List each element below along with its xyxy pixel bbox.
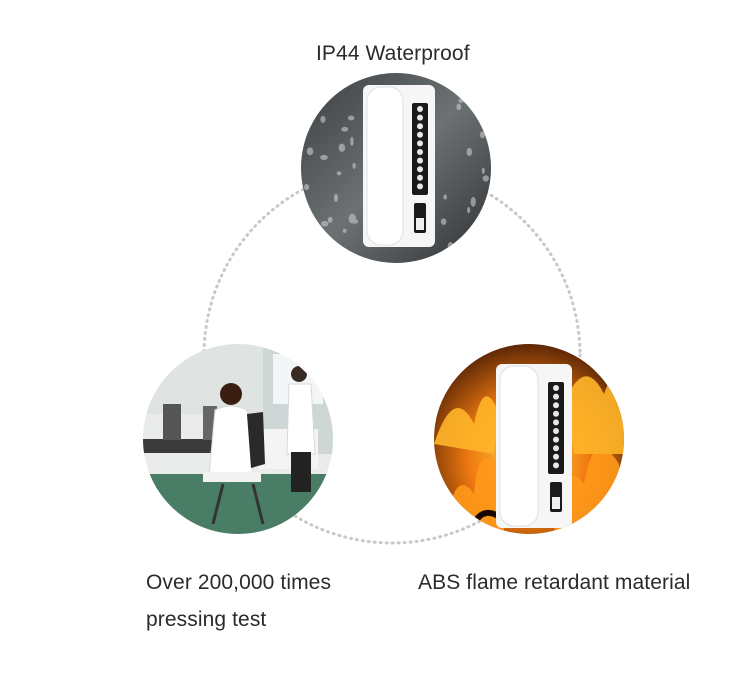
keypad-key-3 (553, 402, 559, 409)
keypad-key-7 (417, 157, 423, 164)
keypad-key-9 (417, 174, 423, 181)
keypad-buttons (553, 385, 559, 469)
flame-phone-illustration (434, 344, 624, 534)
pressing-test-label-line1: Over 200,000 times (146, 571, 332, 594)
keypad-key-0 (417, 183, 423, 190)
keypad-key-5 (553, 419, 559, 426)
keypad-buttons (417, 106, 423, 190)
keypad-key-5 (417, 140, 423, 147)
keypad-key-0 (553, 462, 559, 469)
keypad-key-2 (417, 114, 423, 121)
keypad-key-1 (553, 385, 559, 391)
lab-testing-photo (143, 344, 333, 534)
phone-handset (499, 365, 539, 527)
flame-phone-photo (434, 344, 624, 534)
keypad-key-6 (417, 149, 423, 155)
keypad-key-3 (417, 123, 423, 130)
keypad-key-2 (553, 393, 559, 400)
waterproof-label: IP44 Waterproof (316, 42, 470, 65)
waterproof-phone-photo (301, 73, 491, 263)
keypad-key-7 (553, 436, 559, 443)
pressing-test-label: Over 200,000 times pressing test (146, 564, 406, 638)
keypad-key-4 (553, 410, 559, 417)
phone-handset (366, 86, 404, 246)
waterproof-phone-illustration (301, 73, 491, 263)
keypad-key-4 (417, 131, 423, 138)
keypad-key-1 (417, 106, 423, 112)
pressing-test-label-line2: pressing test (146, 608, 267, 631)
flame-retardant-label: ABS flame retardant material (418, 571, 691, 594)
keypad-key-8 (553, 445, 559, 452)
keypad-key-9 (553, 453, 559, 460)
keypad-key-8 (417, 166, 423, 173)
keypad-key-6 (553, 428, 559, 434)
lab-testing-illustration (143, 344, 333, 534)
